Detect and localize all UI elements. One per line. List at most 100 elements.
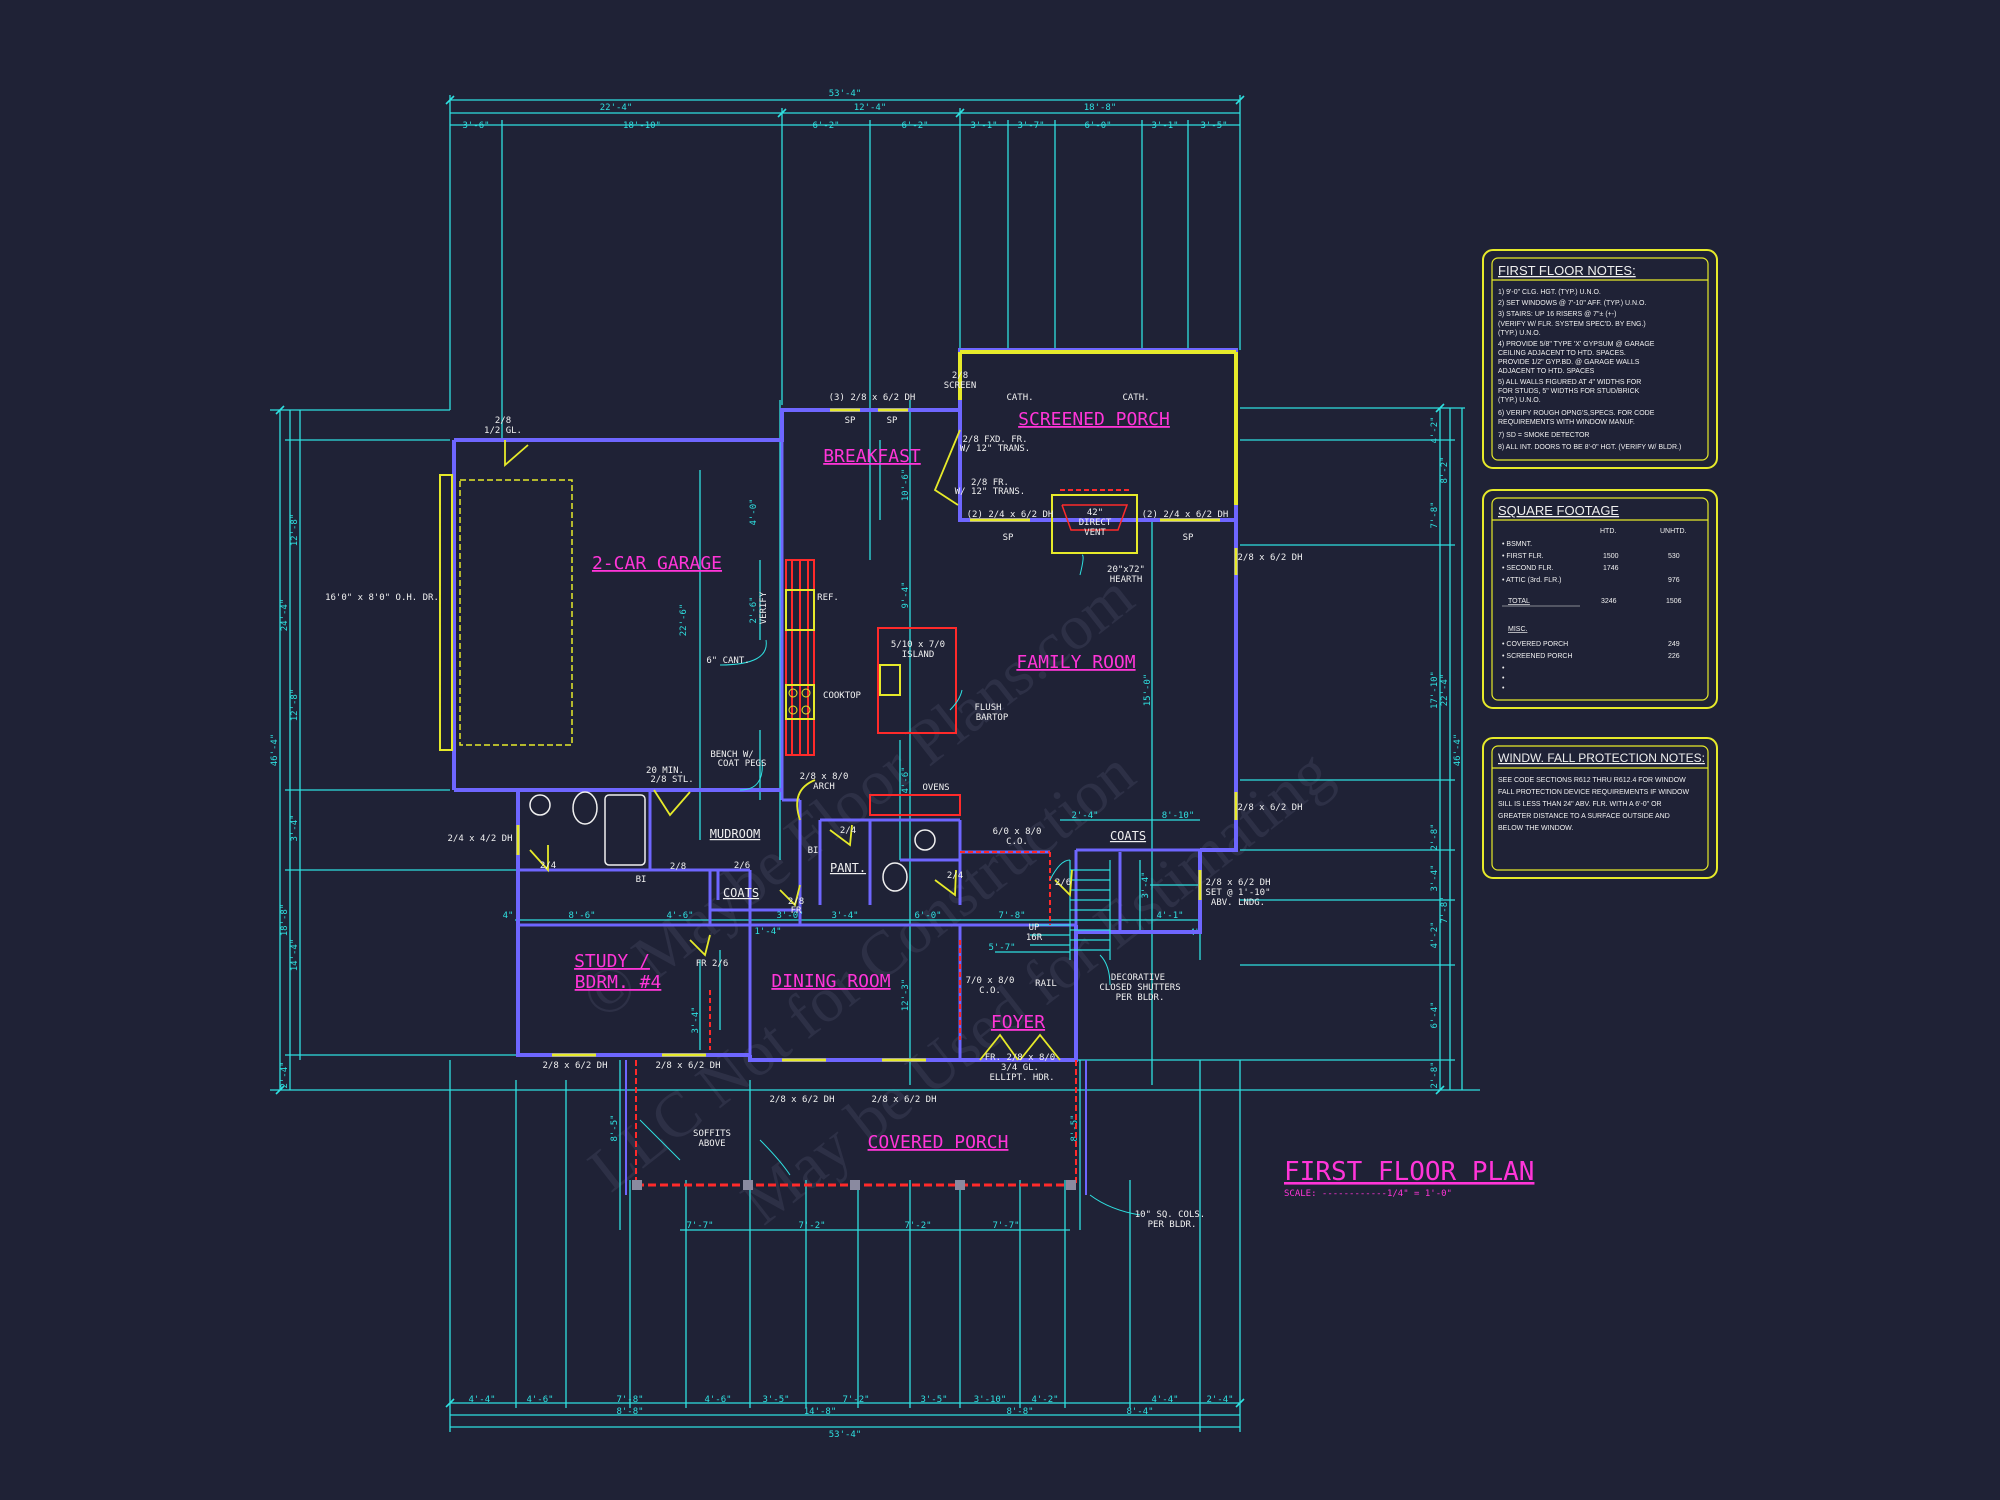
window-note-line: GREATER DISTANCE TO A SURFACE OUTSIDE AN…	[1498, 813, 1670, 820]
callout-rail: RAIL	[1035, 979, 1057, 989]
dim-interior-v3: 15'-0"	[1143, 674, 1153, 707]
dim-left-6: 14'-4"	[290, 939, 300, 972]
room-mudroom: MUDROOM	[710, 827, 761, 841]
dim-top-row2-1: 22'-4"	[600, 103, 633, 113]
toilet	[572, 791, 598, 825]
callout-cols-1: 10" SQ. COLS.	[1135, 1210, 1205, 1220]
callout-screen-2: 2/8	[952, 371, 968, 381]
dim-top-row3-7: 6'-0"	[1084, 121, 1111, 131]
burner	[801, 705, 811, 715]
dim-bottom-row2-2: 14'-8"	[804, 1407, 837, 1417]
sqft-misc-value: 226	[1668, 653, 1680, 660]
dim-top-row3-4: 6'-2"	[901, 121, 928, 131]
callout-cath-2: CATH.	[1122, 393, 1149, 403]
window-note-line: SILL IS LESS THAN 24" ABV. FLR. WITH A 6…	[1498, 801, 1662, 808]
door-swing	[934, 869, 957, 897]
dim-right-5: 22'-4"	[1440, 674, 1450, 707]
tub	[604, 794, 646, 866]
callout-sp-2: SP	[887, 416, 898, 426]
callout-soffits-1: SOFFITS	[693, 1129, 731, 1139]
note-line: (TYP.) U.N.O.	[1498, 330, 1541, 337]
island-sink	[879, 664, 901, 696]
callout-win-2x4-right: (2) 2/4 x 6/2 DH	[1142, 510, 1229, 520]
dim-porch-4: 7'-7"	[992, 1221, 1019, 1231]
callout-win-side-3: ABV. LNDG.	[1211, 898, 1265, 908]
callout-vent-1: 42"	[1087, 508, 1103, 518]
dim-interior-5: 6'-0"	[914, 911, 941, 921]
first-floor-notes-title: FIRST FLOOR NOTES:	[1498, 263, 1636, 278]
callout-hearth-1: 20"x72"	[1107, 565, 1145, 575]
callouts: 16'0" x 8'0" O.H. DR. 2/8 1/2 GL. (3) 2/…	[325, 371, 1302, 1230]
dim-left-1: 12'-8"	[290, 514, 300, 547]
window-notes-title: WINDW. FALL PROTECTION NOTES:	[1498, 751, 1705, 765]
windows	[516, 408, 1238, 1062]
dim-interior-6: 7'-8"	[998, 911, 1025, 921]
callout-d28fr-2: FR	[791, 906, 802, 916]
room-family: FAMILY ROOM	[1016, 652, 1135, 673]
dim-top-row3-5: 3'-1"	[970, 121, 997, 131]
dim-bottom-row3-6: 7'-2"	[842, 1395, 869, 1405]
callout-d28fr-1: 2/8	[788, 897, 804, 907]
sqft-misc-row: • SCREENED PORCH	[1502, 653, 1573, 660]
screen-panels	[966, 350, 1238, 500]
sqft-row-unhtd: 530	[1668, 553, 1680, 560]
sqft-bullet: •	[1502, 675, 1505, 682]
callout-d24c: 2/4	[947, 871, 963, 881]
square-footage-panel: SQUARE FOOTAGE HTD. UNHTD. • BSMNT. • FI…	[1482, 489, 1718, 709]
sqft-bullet: •	[1502, 685, 1505, 692]
dim-interior-v6: 4'-6"	[901, 766, 911, 793]
porch-columns	[632, 1180, 1076, 1190]
callout-island-1: 5/10 x 7/0	[891, 640, 945, 650]
dimension-labels: 53'-4" 22'-4" 12'-4" 18'-8" 3'-6" 18'-10…	[462, 89, 1233, 1440]
dim-top-overall: 53'-4"	[829, 89, 862, 99]
dim-right-11: 2'-8"	[1430, 1061, 1440, 1088]
callout-fr-trans: 2/8 FR.	[971, 478, 1009, 488]
callout-20min-1: 20 MIN.	[646, 766, 684, 776]
dim-bottom-row3-8: 3'-10"	[974, 1395, 1007, 1405]
sqft-row-label: • BSMNT.	[1502, 541, 1532, 548]
dim-interior-v5: 4'-0"	[749, 498, 759, 525]
callout-garage-door: 2/8	[495, 416, 511, 426]
door-swing	[689, 934, 711, 957]
dim-right-7: 3'-4"	[1430, 864, 1440, 891]
dim-top-row3-8: 3'-1"	[1151, 121, 1178, 131]
callout-shutters-3: PER BLDR.	[1116, 993, 1165, 1003]
kitchen-island	[877, 627, 957, 734]
dim-bottom-overall: 53'-4"	[829, 1430, 862, 1440]
note-line: (VERIFY W/ FLR. SYSTEM SPEC'D. BY ENG.)	[1498, 321, 1646, 328]
small-room-labels: MUDROOM PANT. COATS COATS	[710, 827, 1146, 900]
dim-top-row3-6: 3'-7"	[1017, 121, 1044, 131]
callout-win-dining-1: 2/8 x 6/2 DH	[769, 1095, 834, 1105]
dim-bottom-row3-1: 4'-4"	[468, 1395, 495, 1405]
callout-win-study-1: 2/8 x 6/2 DH	[542, 1061, 607, 1071]
room-garage: 2-CAR GARAGE	[592, 553, 722, 574]
note-line: CEILING ADJACENT TO HTD. SPACES.	[1498, 350, 1626, 357]
cooktop	[785, 684, 815, 720]
note-line: PROVIDE 1/2" GYP.BD. @ GARAGE WALLS	[1498, 359, 1640, 366]
callout-cant: 6" CANT.	[706, 656, 749, 666]
callout-shutters-2: CLOSED SHUTTERS	[1099, 983, 1180, 993]
dim-bottom-row2-1: 8'-8"	[616, 1407, 643, 1417]
dim-right-6: 2'-8"	[1430, 823, 1440, 850]
dim-right-9: 4'-2"	[1430, 921, 1440, 948]
callout-fxd-fr: 2/8 FXD. FR.	[962, 435, 1027, 445]
lavatory	[529, 794, 551, 816]
callout-bi-2: BI	[808, 846, 819, 856]
callout-win-side-2: SET @ 1'-10"	[1205, 888, 1270, 898]
callout-foyer-door-2: 3/4 GL.	[1001, 1063, 1039, 1073]
callout-fr26: FR 2/6	[696, 959, 729, 969]
room-foyer: FOYER	[991, 1012, 1045, 1033]
callout-arch-2: ARCH	[813, 782, 835, 792]
callout-foyer-door-1: FR. 2/8 x 8/0	[985, 1053, 1055, 1063]
dim-right-4: 17'-10"	[1430, 671, 1440, 709]
note-line: 1) 9'-0" CLG. HGT. (TYP.) U.N.O.	[1498, 289, 1601, 296]
dim-interior-4: 3'-4"	[831, 911, 858, 921]
dim-top-row3-1: 3'-6"	[462, 121, 489, 131]
callout-island-2: ISLAND	[902, 650, 935, 660]
dim-porch-depth-left: 8'-5"	[610, 1114, 620, 1141]
powder-lavatory	[914, 829, 936, 851]
callout-ref: REF.	[817, 593, 839, 603]
callout-up-1: UP	[1029, 923, 1040, 933]
dim-bottom-row2-4: 8'-4"	[1126, 1407, 1153, 1417]
